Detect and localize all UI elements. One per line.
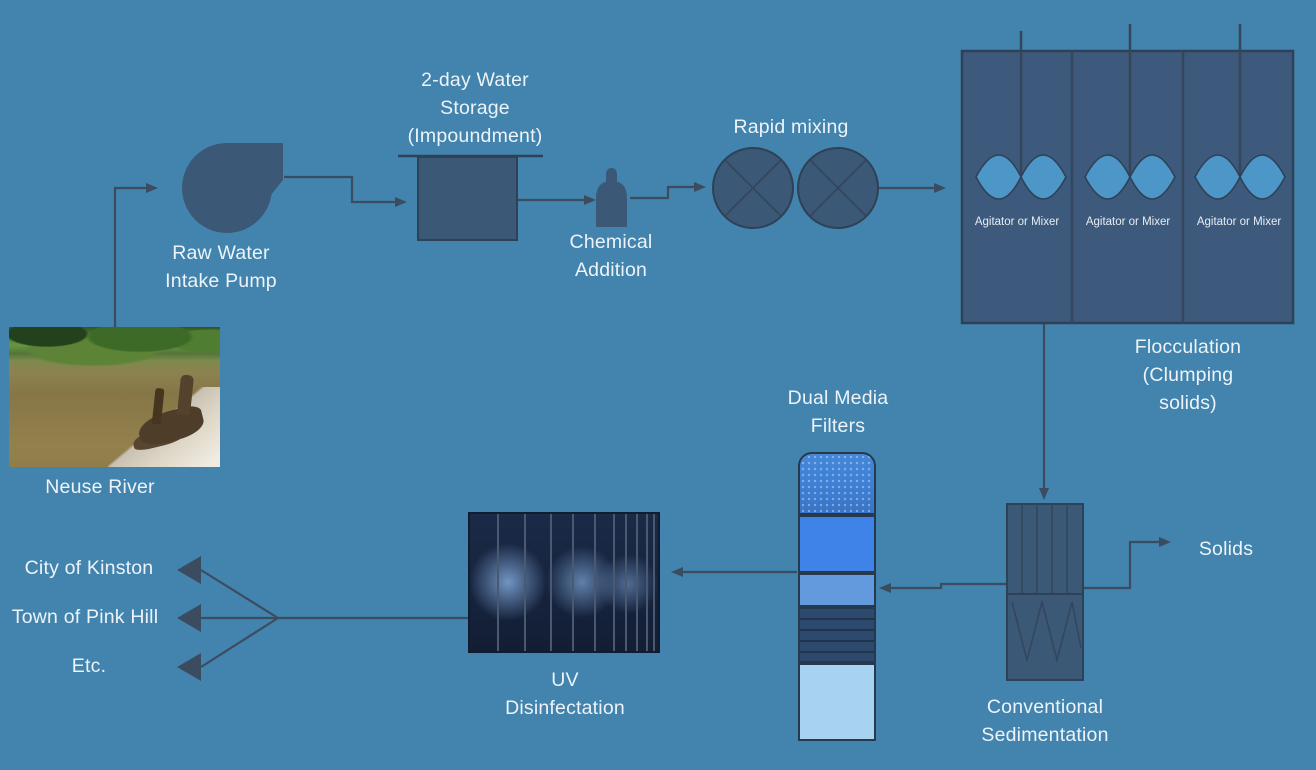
uv-lamp-divider: [572, 514, 574, 651]
uv-lamp-divider: [594, 514, 596, 651]
basin-dividers: [1070, 51, 1185, 323]
filter-section-water-top: [798, 452, 876, 515]
pump-outlet: [227, 143, 283, 211]
paddle: [1020, 154, 1067, 200]
cylinder-valve: [606, 168, 617, 183]
cylinder-body: [596, 181, 627, 227]
mixer-cross-lines: [724, 159, 867, 217]
chemical-label: Chemical Addition: [569, 231, 653, 281]
fan-line-kinston: [200, 569, 279, 619]
flow-connectors: [113, 175, 1171, 668]
uv-lamp-divider: [550, 514, 552, 651]
uv-label: UV Disinfectation: [505, 669, 625, 719]
agitator-paddles: [975, 154, 1286, 200]
uv-lamp-divider: [497, 514, 499, 651]
pump-label: Raw Water Intake Pump: [165, 242, 277, 292]
agitator-label-1: Agitator or Mixer: [974, 216, 1060, 228]
solids-label: Solids: [1198, 538, 1254, 560]
arrowhead-kinston: [177, 556, 201, 584]
uv-lamp-divider: [625, 514, 627, 651]
sedimentation-zigzag: [1011, 598, 1082, 664]
rapid-mixing-shape: [712, 147, 879, 229]
flocculation-basin-shape: [960, 24, 1295, 325]
neuse-river-photo: [9, 327, 220, 467]
filter-section-water: [798, 515, 876, 573]
destination-etc-label: Etc.: [71, 655, 107, 677]
agitator-label-3: Agitator or Mixer: [1196, 216, 1282, 228]
sedimentation-bottom: [1006, 593, 1084, 681]
uv-lamp-divider: [524, 514, 526, 651]
sedimentation-label: Conventional Sedimentation: [981, 696, 1109, 746]
destination-pink-hill-label: Town of Pink Hill: [11, 606, 159, 628]
filters-label: Dual Media Filters: [787, 387, 889, 437]
filter-section-media-dark: [798, 607, 876, 663]
uv-chamber-shape: [468, 512, 660, 653]
flocculation-label: Flocculation (Clumping solids): [1134, 336, 1242, 414]
paddle: [1239, 154, 1286, 200]
connector-river-to-pump: [113, 183, 158, 328]
paddle: [1129, 154, 1176, 200]
pump-shape: [182, 143, 283, 233]
fan-line-etc: [200, 617, 279, 668]
distribution-arrowheads: [177, 556, 201, 681]
connector-pump-to-storage: [284, 175, 407, 207]
storage-label: 2-day Water Storage (Impoundment): [407, 69, 543, 147]
flocculation-basin: [960, 49, 1295, 325]
connector-sedimentation-to-solids: [1083, 537, 1171, 590]
arrowhead-pink-hill: [177, 604, 201, 632]
connector-sedimentation-to-filters: [879, 582, 1007, 593]
connector-chemical-to-mixing: [630, 182, 706, 200]
filter-section-media-light: [798, 573, 876, 607]
storage-basin: [417, 156, 518, 241]
agitator-label-2: Agitator or Mixer: [1085, 216, 1171, 228]
filter-section-underdrain: [798, 663, 876, 741]
arrowhead-etc: [177, 653, 201, 681]
destination-kinston-label: City of Kinston: [24, 557, 154, 579]
storage-tank-shape: [398, 154, 543, 241]
sedimentation-tank-shape: [1006, 503, 1084, 681]
uv-lamp-divider: [636, 514, 638, 651]
rapid-mixing-label: Rapid mixing: [733, 116, 849, 138]
sedimentation-tubes: [1021, 504, 1068, 594]
chemical-cylinder-shape: [596, 168, 627, 227]
agitator-shafts: [1019, 24, 1242, 177]
uv-lamp-divider: [613, 514, 615, 651]
uv-lamp-divider: [646, 514, 648, 651]
sedimentation-top: [1006, 503, 1084, 595]
uv-lamp-divider: [653, 514, 655, 651]
neuse-river-label: Neuse River: [45, 476, 155, 498]
